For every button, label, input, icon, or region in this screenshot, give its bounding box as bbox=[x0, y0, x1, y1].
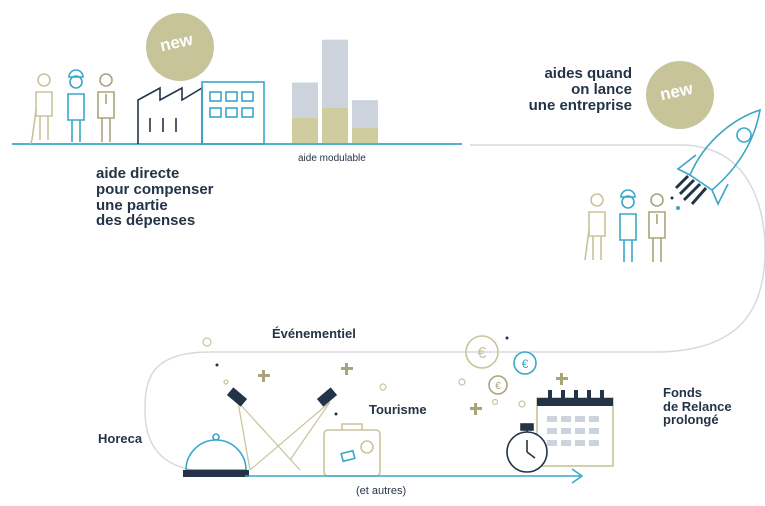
stopwatch-icon bbox=[506, 423, 548, 473]
fonds-relance-line-3: prolongé bbox=[663, 412, 719, 428]
people-group-left bbox=[29, 69, 115, 145]
coins-icon: € € € bbox=[465, 335, 537, 395]
cloche-icon bbox=[183, 433, 249, 477]
horeca-label: Horeca bbox=[98, 431, 143, 446]
et-autres-label: (et autres) bbox=[356, 485, 407, 497]
aide-directe-line-1: aide directe bbox=[96, 165, 180, 182]
factory-icon bbox=[137, 81, 265, 145]
arrow-head-icon bbox=[571, 468, 584, 484]
svg-text:€: € bbox=[495, 381, 501, 392]
modulable-bar-3-grey bbox=[352, 100, 378, 128]
modulable-bar-2-olive bbox=[322, 107, 348, 143]
winding-path bbox=[144, 144, 765, 473]
decorations bbox=[202, 336, 568, 416]
new-badge-right bbox=[646, 61, 714, 129]
modulable-bar-1-grey bbox=[292, 82, 318, 118]
aides-lancement-label: aides quand on lance une entreprise bbox=[510, 66, 632, 113]
fonds-relance-label: Fonds de Relance prolongé bbox=[663, 386, 732, 427]
fonds-relance-line-1: Fonds bbox=[663, 385, 702, 400]
aide-directe-line-2: pour compenser bbox=[96, 180, 214, 198]
fonds-relance-line-2: de Relance bbox=[663, 398, 732, 414]
svg-text:€: € bbox=[478, 345, 487, 362]
spotlights-icon bbox=[226, 387, 338, 471]
evenementiel-label: Événementiel bbox=[272, 326, 356, 341]
tourisme-label: Tourisme bbox=[369, 402, 427, 417]
suitcase-icon bbox=[323, 423, 381, 477]
people-group-right bbox=[584, 189, 666, 262]
rocket-icon bbox=[670, 108, 762, 210]
new-badge-top bbox=[146, 13, 214, 81]
aides-lancement-line-1: aides quand bbox=[544, 65, 632, 82]
modulable-bar-1-olive bbox=[292, 117, 318, 143]
modulable-bar-2-grey bbox=[322, 39, 348, 108]
aide-modulable-label: aide modulable bbox=[298, 153, 366, 164]
aides-lancement-line-3: une entreprise bbox=[528, 96, 632, 114]
aide-directe-label: aide directe pour compenser une partie d… bbox=[96, 166, 214, 229]
modulable-bars bbox=[292, 39, 378, 143]
aides-lancement-line-2: on lance bbox=[571, 80, 632, 98]
modulable-bar-3-olive bbox=[352, 127, 378, 143]
svg-text:€: € bbox=[522, 357, 529, 371]
aide-directe-line-4: des dépenses bbox=[96, 212, 196, 230]
aide-directe-line-3: une partie bbox=[96, 196, 168, 214]
calendar-icon bbox=[536, 390, 614, 467]
